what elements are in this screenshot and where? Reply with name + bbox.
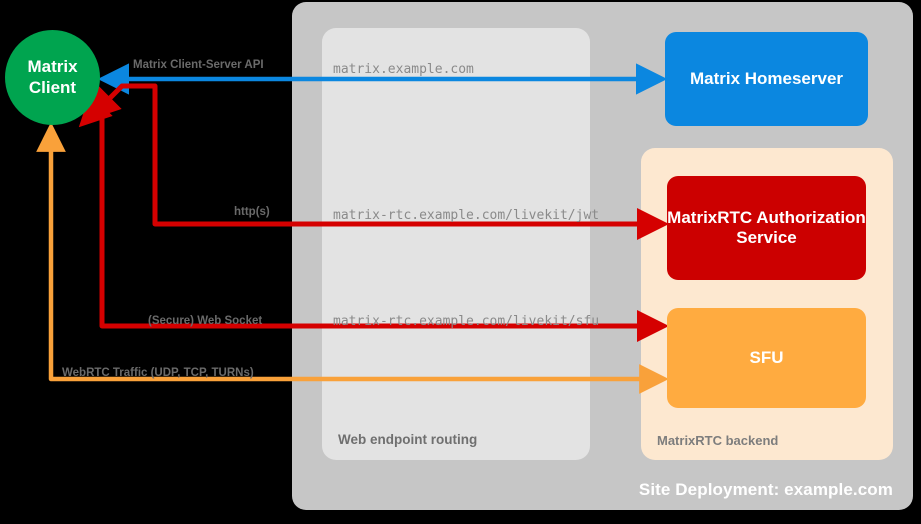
label-http-s: http(s)	[234, 206, 270, 218]
matrix-client-label-line1: Matrix	[27, 57, 78, 77]
endpoint-livekit-sfu: matrix-rtc.example.com/livekit/sfu	[333, 314, 600, 329]
node-matrix-homeserver[interactable]: Matrix Homeserver	[665, 32, 868, 126]
matrixrtc-backend-label: MatrixRTC backend	[657, 433, 779, 448]
label-webrtc-traffic: WebRTC Traffic (UDP, TCP, TURNs)	[62, 367, 254, 379]
site-deployment-label: Site Deployment: example.com	[638, 480, 893, 499]
endpoint-matrix-example-com: matrix.example.com	[333, 62, 474, 77]
web-endpoint-routing-label: Web endpoint routing	[338, 432, 478, 447]
matrix-homeserver-label: Matrix Homeserver	[689, 68, 844, 88]
matrix-client-label-line2: Client	[28, 77, 77, 97]
node-matrixrtc-authorization-service[interactable]: MatrixRTC Authorization Service	[667, 176, 866, 280]
node-sfu[interactable]: SFU	[667, 308, 866, 408]
web-endpoint-routing-container: Web endpoint routing	[322, 28, 590, 460]
node-matrix-client[interactable]: Matrix Client	[5, 30, 100, 125]
matrixrtc-authorization-service-label: MatrixRTC Authorization Service	[667, 207, 866, 247]
label-matrix-client-server-api: Matrix Client-Server API	[133, 59, 264, 71]
label-secure-web-socket: (Secure) Web Socket	[148, 315, 263, 327]
endpoint-livekit-jwt: matrix-rtc.example.com/livekit/jwt	[333, 208, 600, 223]
sfu-label: SFU	[749, 347, 784, 367]
